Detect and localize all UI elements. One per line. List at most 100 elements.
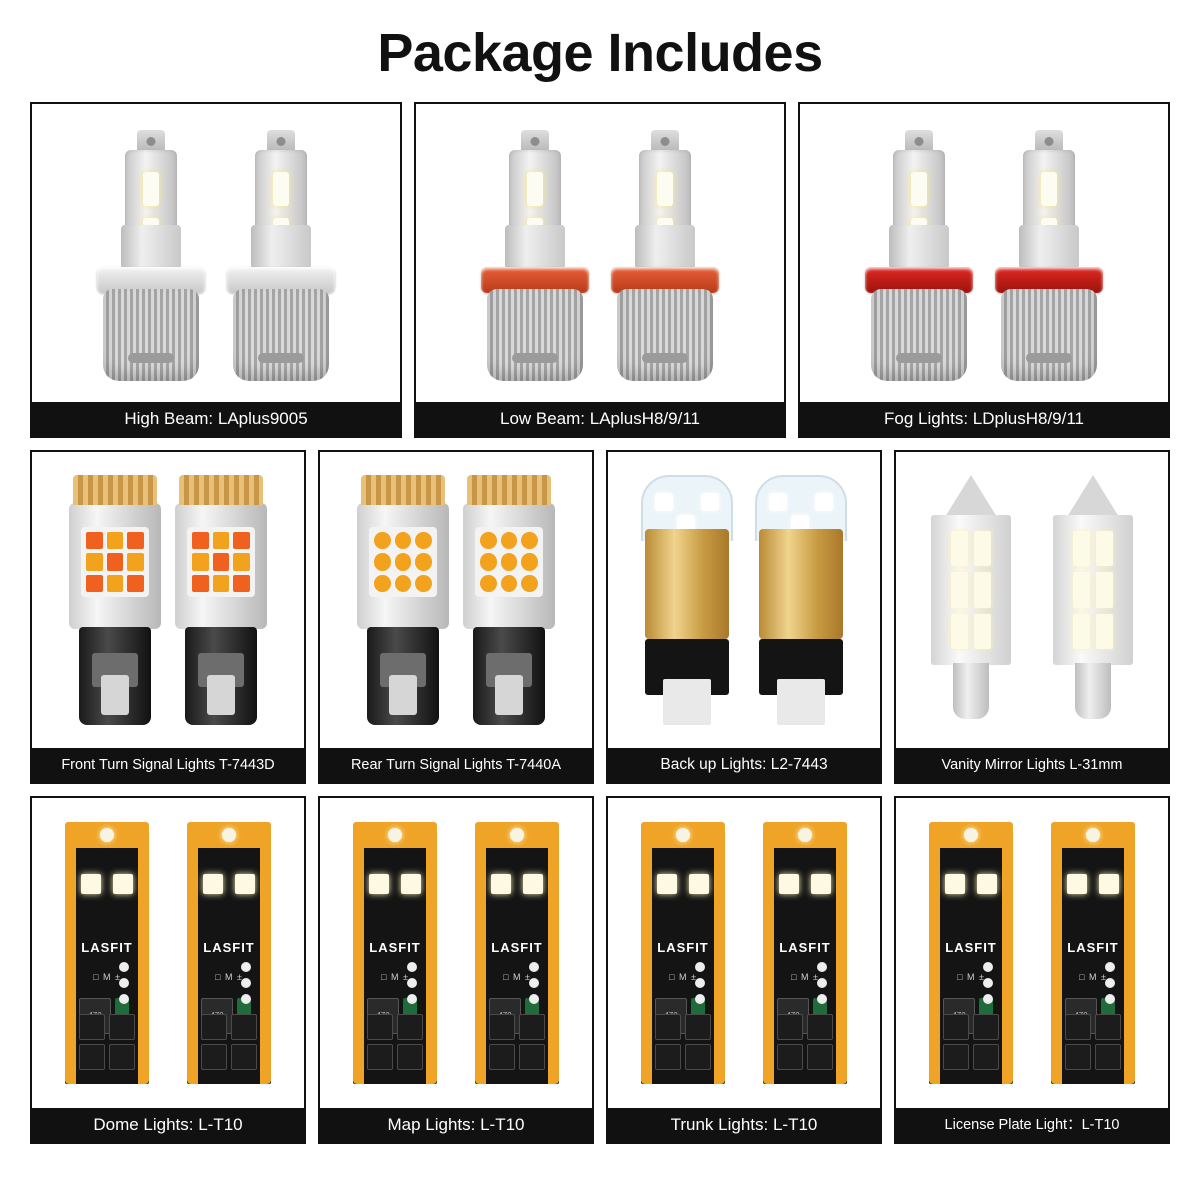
led-chip-icon xyxy=(791,515,809,533)
led-chip-icon xyxy=(273,171,289,206)
led-chip-icon xyxy=(1099,874,1119,894)
led-chip-icon xyxy=(779,874,799,894)
bulb-graphic: LASFIT □ M ± 470 xyxy=(65,822,149,1084)
product-cell-front-turn-signal: Front Turn Signal Lights T-7443D xyxy=(30,450,306,784)
brand-label: LASFIT xyxy=(491,940,543,955)
bulb-graphic xyxy=(355,475,451,725)
pcb-top-contact xyxy=(1051,822,1135,848)
product-caption: Fog Lights: LDplusH8/9/11 xyxy=(800,402,1168,436)
product-row-3: LASFIT □ M ± 470 LASFIT □ M ± 470 xyxy=(30,796,1170,1144)
bulb-base xyxy=(79,627,151,725)
pcb-pads xyxy=(489,1014,545,1070)
bulb-collar xyxy=(227,266,335,293)
map-light-artwork: LASFIT □ M ± 470 LASFIT □ M ± 470 xyxy=(320,798,592,1108)
pcb-edge xyxy=(641,846,652,1084)
brand-label: LASFIT xyxy=(657,940,709,955)
bulb-dome xyxy=(73,475,157,505)
product-caption: Vanity Mirror Lights L-31mm xyxy=(896,748,1168,782)
bulb-graphic xyxy=(221,126,341,381)
led-chip-icon xyxy=(401,874,421,894)
led-chip-icon xyxy=(369,874,389,894)
pcb-pads xyxy=(79,1014,135,1070)
pcb-edge xyxy=(353,846,364,1084)
bulb-graphic: LASFIT □ M ± 470 xyxy=(1051,822,1135,1084)
led-chip-icon xyxy=(523,874,543,894)
bulb-dome xyxy=(179,475,263,505)
back-up-light-artwork xyxy=(608,452,880,748)
led-chip-icon xyxy=(689,874,709,894)
bulb-collar xyxy=(995,266,1103,293)
led-array-icon xyxy=(1053,515,1133,665)
pcb-pads xyxy=(943,1014,999,1070)
product-cell-dome-lights: LASFIT □ M ± 470 LASFIT □ M ± 470 xyxy=(30,796,306,1144)
product-row-2: Front Turn Signal Lights T-7443D xyxy=(30,450,1170,784)
bulb-graphic xyxy=(989,126,1109,381)
pcb-edge xyxy=(138,846,149,1084)
pcb-edge xyxy=(836,846,847,1084)
bulb-base xyxy=(121,224,181,269)
product-cell-vanity-mirror-lights: Vanity Mirror Lights L-31mm xyxy=(894,450,1170,784)
led-chip-icon xyxy=(235,874,255,894)
front-turn-signal-artwork xyxy=(32,452,304,748)
product-cell-rear-turn-signal: Rear Turn Signal Lights T-7440A xyxy=(318,450,594,784)
product-caption: License Plate Light：L-T10 xyxy=(896,1108,1168,1142)
pcb-top-contact xyxy=(641,822,725,848)
pcb-edge xyxy=(187,846,198,1084)
pcb-marking: □ M ± xyxy=(381,972,409,982)
pcb-top-contact xyxy=(187,822,271,848)
brand-label: LASFIT xyxy=(1067,940,1119,955)
pcb-marking: □ M ± xyxy=(93,972,121,982)
bulb-gold-body xyxy=(759,529,843,639)
brand-label: LASFIT xyxy=(779,940,831,955)
product-caption: Map Lights: L-T10 xyxy=(320,1108,592,1142)
led-chip-icon xyxy=(701,493,719,511)
led-chip-icon xyxy=(491,874,511,894)
bulb-heatsink xyxy=(617,288,713,381)
led-chip-icon xyxy=(113,874,133,894)
pcb-via-dots xyxy=(983,962,997,1006)
pcb-via-dots xyxy=(529,962,543,1006)
license-plate-light-artwork: LASFIT □ M ± 470 LASFIT □ M ± 470 xyxy=(896,798,1168,1108)
bulb-graphic xyxy=(749,475,853,725)
bulb-heatsink xyxy=(1001,288,1097,381)
pcb-edge xyxy=(929,846,940,1084)
led-array-icon xyxy=(931,515,1011,665)
festoon-tip xyxy=(1067,475,1119,517)
pcb-marking: □ M ± xyxy=(503,972,531,982)
pcb-edge xyxy=(548,846,559,1084)
product-cell-low-beam: Low Beam: LAplusH8/9/11 xyxy=(414,102,786,438)
pcb-edge xyxy=(714,846,725,1084)
product-caption: Low Beam: LAplusH8/9/11 xyxy=(416,402,784,436)
bulb-heatsink xyxy=(103,288,199,381)
bulb-base xyxy=(473,627,545,725)
dome-light-artwork: LASFIT □ M ± 470 LASFIT □ M ± 470 xyxy=(32,798,304,1108)
led-chip-icon xyxy=(655,493,673,511)
pcb-edge xyxy=(65,846,76,1084)
pcb-via-dots xyxy=(817,962,831,1006)
led-chip-icon xyxy=(945,874,965,894)
pcb-pads xyxy=(1065,1014,1121,1070)
product-cell-map-lights: LASFIT □ M ± 470 LASFIT □ M ± 470 xyxy=(318,796,594,1144)
bulb-collar xyxy=(481,266,589,293)
bulb-dome xyxy=(361,475,445,505)
trunk-light-artwork: LASFIT □ M ± 470 LASFIT □ M ± 470 xyxy=(608,798,880,1108)
pcb-marking: □ M ± xyxy=(957,972,985,982)
product-cell-fog-lights: Fog Lights: LDplusH8/9/11 xyxy=(798,102,1170,438)
led-chip-icon xyxy=(811,874,831,894)
pcb-top-contact xyxy=(353,822,437,848)
pcb-pads xyxy=(655,1014,711,1070)
product-caption: Trunk Lights: L-T10 xyxy=(608,1108,880,1142)
pcb-marking: □ M ± xyxy=(1079,972,1107,982)
bulb-graphic xyxy=(1037,475,1149,725)
bulb-graphic: LASFIT □ M ± 470 xyxy=(475,822,559,1084)
brand-label: LASFIT xyxy=(945,940,997,955)
bulb-graphic: LASFIT □ M ± 470 xyxy=(763,822,847,1084)
product-cell-trunk-lights: LASFIT □ M ± 470 LASFIT □ M ± 470 xyxy=(606,796,882,1144)
pcb-edge xyxy=(426,846,437,1084)
bulb-base xyxy=(251,224,311,269)
led-chip-icon xyxy=(911,171,927,206)
led-chip-icon xyxy=(527,171,543,206)
vanity-mirror-light-artwork xyxy=(896,452,1168,748)
led-chip-icon xyxy=(977,874,997,894)
led-array-icon xyxy=(81,527,149,597)
